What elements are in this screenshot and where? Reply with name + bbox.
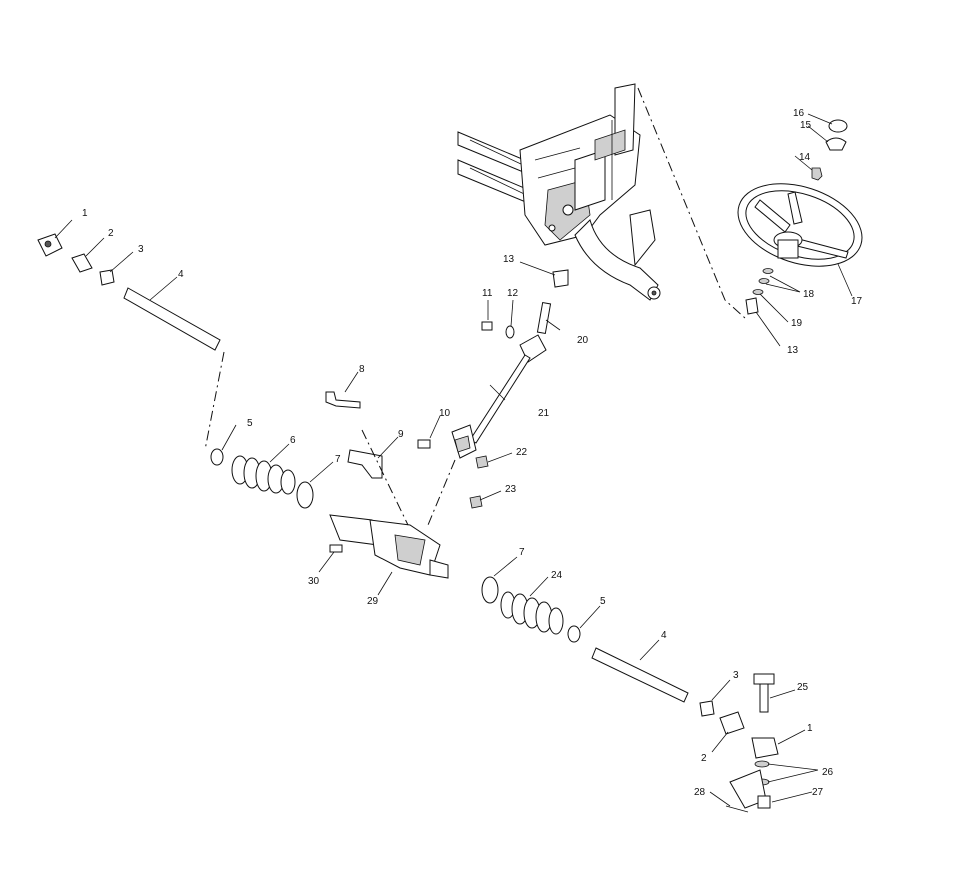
tie-rod-4: [123, 287, 221, 351]
callout-4: 4: [178, 269, 184, 280]
bushing-13-lower: [745, 297, 759, 315]
ball-joint-2-right: [719, 711, 745, 735]
right-tie-rod-assembly: [591, 647, 779, 813]
callout-17: 17: [851, 296, 863, 307]
callout-18: 18: [803, 289, 815, 300]
shaft-21: [469, 354, 531, 444]
callout-30: 30: [308, 576, 320, 587]
bolt-25: [759, 679, 769, 713]
callout-5-right: 5: [600, 596, 606, 607]
callout-11: 11: [482, 288, 493, 299]
callout-28: 28: [694, 787, 706, 798]
leader-lines: [54, 113, 853, 807]
clamp-7-right: [481, 576, 499, 604]
callout-29: 29: [367, 596, 379, 607]
callout-13: 13: [503, 254, 515, 265]
callout-14: 14: [799, 152, 811, 163]
callout-8: 8: [359, 364, 365, 375]
washer-19: [752, 289, 764, 295]
callout-12: 12: [507, 288, 519, 299]
rod-end-1-right: [751, 737, 779, 759]
steering-wheel-cap-parts: [745, 119, 848, 315]
guide-line: [637, 87, 746, 319]
shaft-20: [536, 301, 552, 335]
boot-6: [231, 455, 296, 495]
callout-10: 10: [439, 408, 451, 419]
nut-23: [469, 495, 483, 509]
bushing-13: [552, 269, 569, 288]
callout-20: 20: [577, 335, 589, 346]
washer-18a: [762, 268, 774, 274]
bolt-8: [325, 391, 361, 409]
guide-line: [361, 429, 409, 526]
clamp-5-right: [567, 625, 581, 643]
bolt-10: [417, 439, 431, 449]
bracket-9: [347, 449, 383, 479]
callout-1-right: 1: [807, 723, 813, 734]
callout-23: 23: [505, 484, 517, 495]
callout-26: 26: [822, 767, 834, 778]
washer-12: [505, 325, 515, 339]
nut-3: [99, 269, 115, 286]
steering-wheel: [737, 183, 863, 267]
callout-15: 15: [800, 120, 812, 131]
rack-assembly: [210, 391, 581, 643]
callout-2-right: 2: [701, 753, 707, 764]
nut-3-right: [699, 700, 715, 717]
washer-18b: [758, 278, 770, 284]
left-tie-rod-assembly: [37, 233, 221, 351]
clamp-5: [210, 448, 224, 466]
cap-16: [828, 119, 848, 133]
callout-7-right: 7: [519, 547, 525, 558]
callout-1: 1: [82, 208, 88, 219]
tie-rod-4-right: [591, 647, 689, 703]
callout-27: 27: [812, 787, 824, 798]
steering-shaft: [417, 269, 569, 509]
callout-19: 19: [791, 318, 803, 329]
callout-6: 6: [290, 435, 296, 446]
callout-4-right: 4: [661, 630, 667, 641]
callout-21: 21: [538, 408, 550, 419]
boot-24: [500, 591, 564, 635]
callout-24: 24: [551, 570, 563, 581]
callout-3: 3: [138, 244, 144, 255]
nut-27: [757, 795, 771, 809]
cap-15: [825, 137, 847, 151]
callout-13-lower: 13: [787, 345, 799, 356]
chassis-frame: [457, 83, 661, 301]
callout-7: 7: [335, 454, 341, 465]
guide-line: [204, 351, 225, 451]
callout-labels: 1 2 3 4 5 6 7 8 9 10 11 12 13 14 15 16 1…: [82, 108, 863, 798]
bolt-30: [329, 544, 343, 553]
guide-line: [427, 459, 456, 526]
ball-joint-2: [71, 253, 93, 273]
washer-26a: [754, 760, 770, 768]
callout-2: 2: [108, 228, 114, 239]
callout-9: 9: [398, 429, 404, 440]
callout-5: 5: [247, 418, 253, 429]
callout-22: 22: [516, 447, 528, 458]
bolt-11: [481, 321, 493, 331]
nut-22: [475, 455, 489, 469]
clamp-7-left: [296, 481, 314, 509]
callout-25: 25: [797, 682, 809, 693]
nut-14: [811, 167, 823, 181]
callout-3-right: 3: [733, 670, 739, 681]
callout-16: 16: [793, 108, 805, 119]
cotter-pin-28: [725, 805, 749, 813]
